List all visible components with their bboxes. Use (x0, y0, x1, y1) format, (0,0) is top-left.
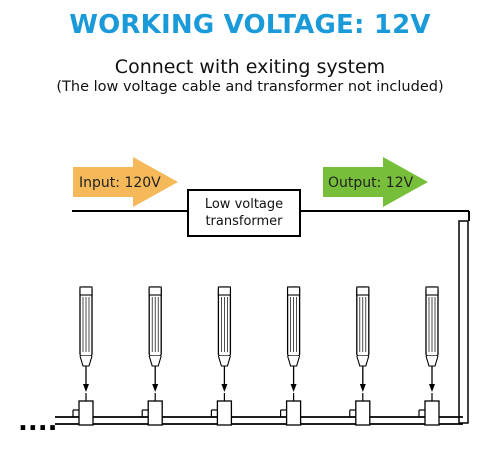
light-connector (424, 400, 440, 426)
light-cap (287, 286, 301, 296)
light-stake-tip (221, 384, 228, 392)
path-light (349, 286, 371, 426)
light-stake-tip (429, 384, 435, 392)
light-stake-tip (359, 384, 366, 392)
transformer-label-line1: Low voltage (205, 197, 283, 212)
path-light (418, 286, 440, 426)
output-arrow (323, 157, 428, 207)
note: (The low voltage cable and transformer n… (56, 79, 444, 95)
output-label: Output: 12V (328, 175, 414, 191)
light-neck (287, 355, 301, 367)
light-cap (148, 286, 162, 296)
light-connector (355, 400, 371, 426)
light-cap (217, 286, 231, 296)
light-cap (425, 286, 439, 296)
path-light (72, 286, 94, 426)
light-neck (356, 355, 370, 367)
light-neck (425, 355, 439, 367)
light-connector (78, 400, 94, 426)
light-neck (217, 355, 231, 367)
light-stake-tip (83, 384, 89, 392)
light-stake-tip (290, 384, 297, 392)
light-connector (147, 400, 163, 426)
input-arrow (73, 157, 178, 207)
light-cap (79, 286, 93, 296)
light-connector (216, 400, 233, 426)
light-stake-tip (152, 384, 159, 392)
subtitle: Connect with exiting system (114, 56, 386, 78)
path-light (210, 286, 233, 426)
transformer-box (187, 189, 301, 237)
input-label: Input: 120V (79, 175, 161, 191)
light-neck (148, 355, 162, 367)
continuation-dots: .... (18, 407, 58, 437)
path-lights (72, 286, 440, 426)
transformer-label-line2: transformer (205, 214, 283, 229)
light-neck (79, 355, 93, 367)
light-connector (285, 400, 302, 426)
path-light (280, 286, 302, 426)
path-light (141, 286, 163, 426)
low-voltage-cable (458, 220, 469, 424)
page-title: WORKING VOLTAGE: 12V (69, 10, 431, 40)
light-cap (356, 286, 370, 296)
